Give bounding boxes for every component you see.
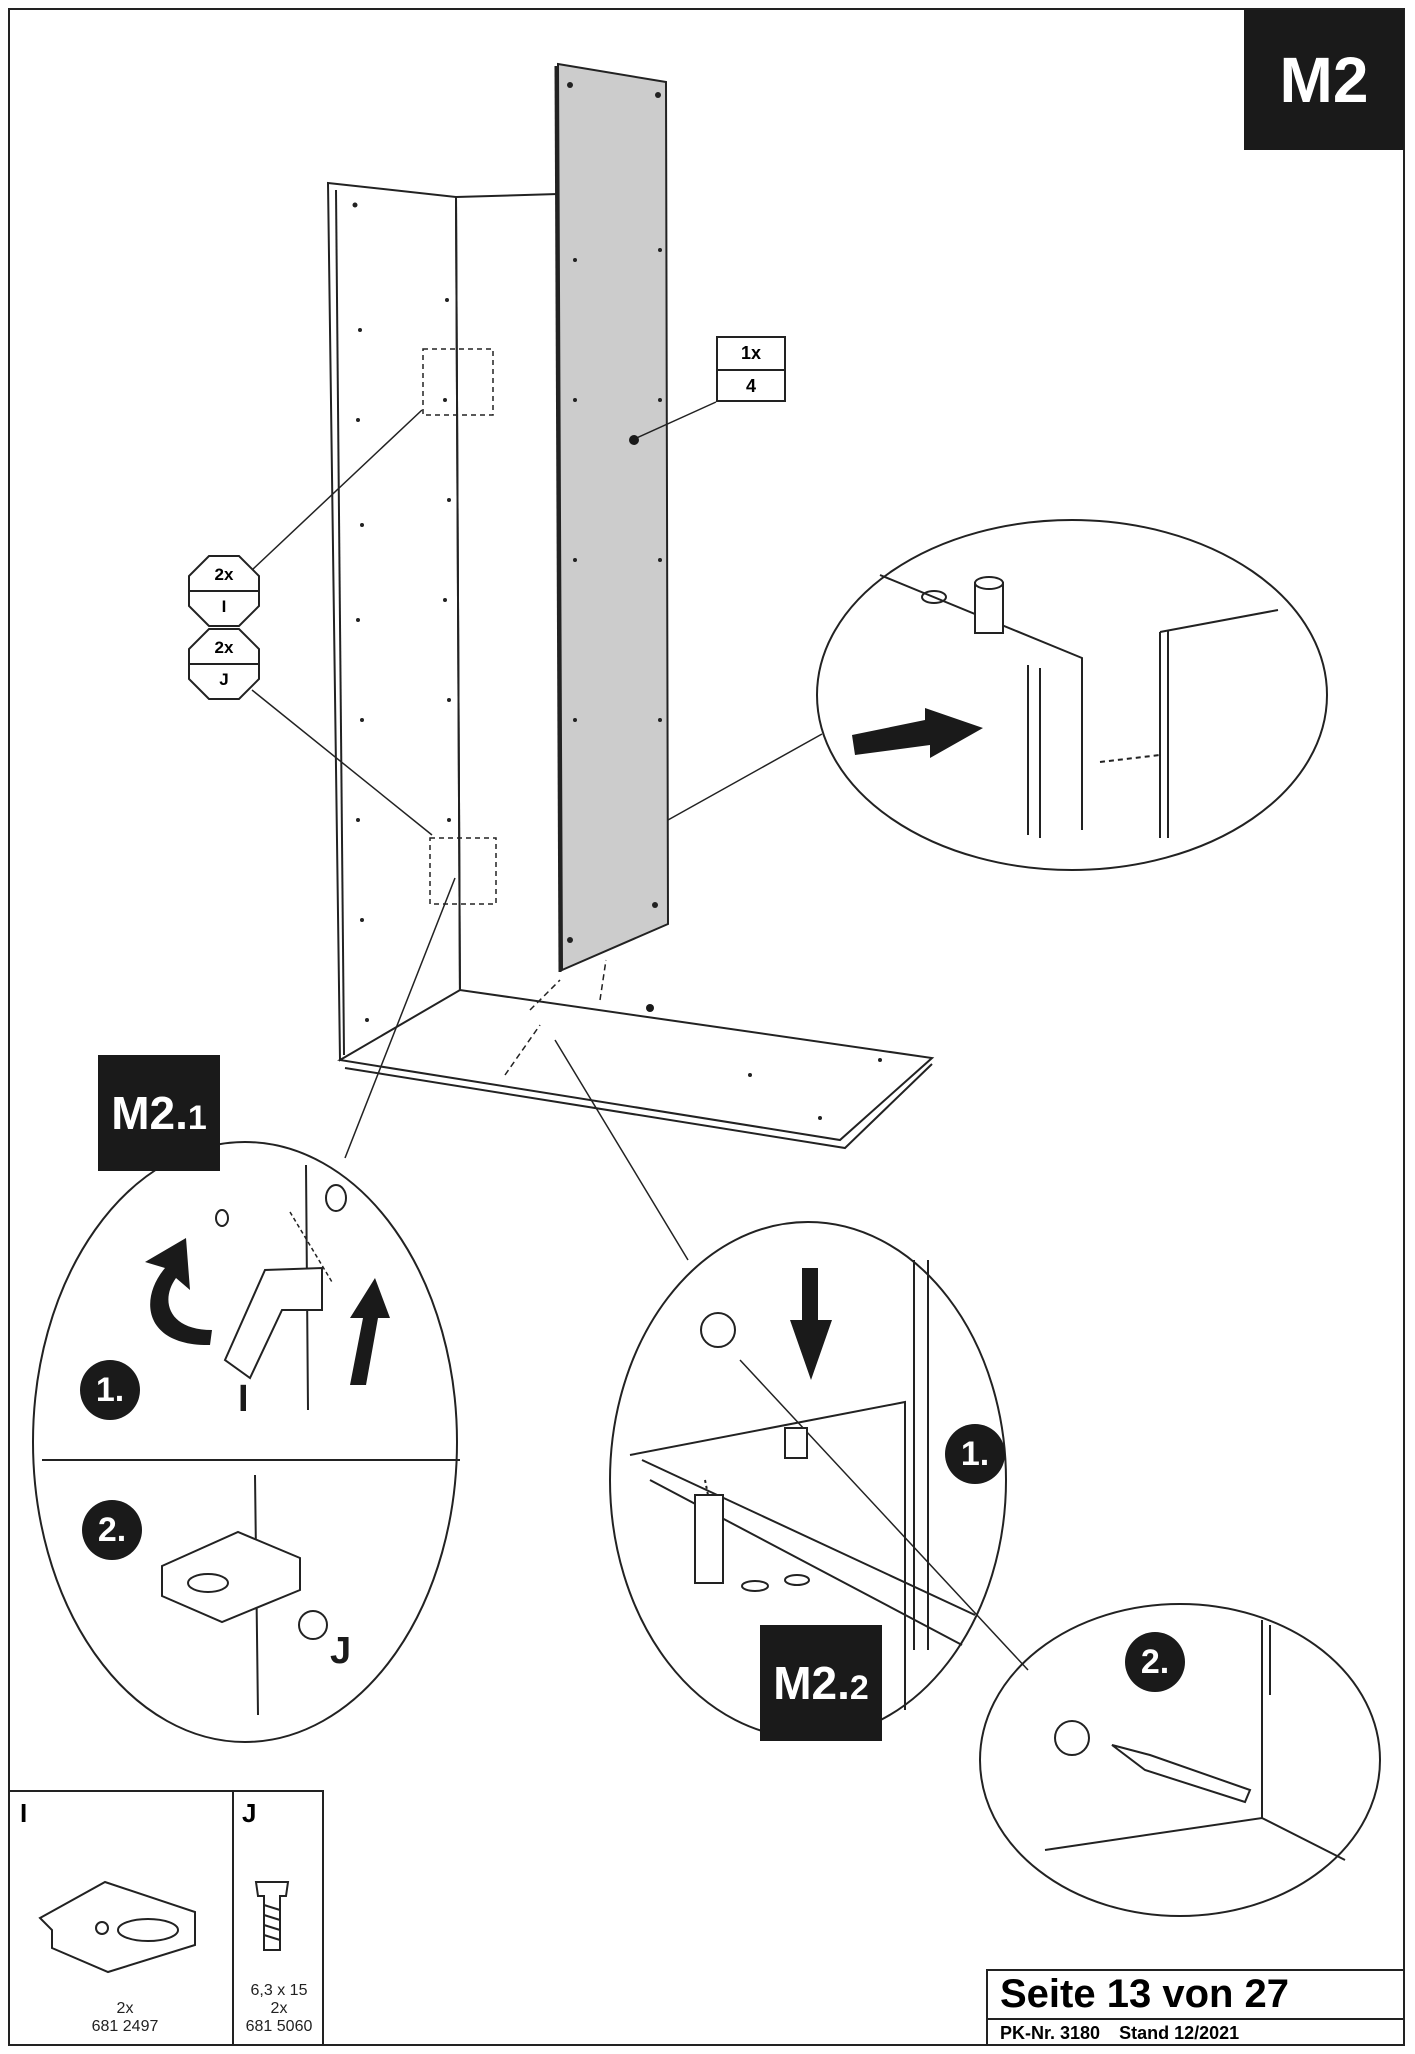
part-i-label: I [20, 1798, 28, 1828]
m21-letter-j: J [330, 1630, 352, 1672]
part-illustrations [38, 1880, 290, 1974]
bottom-panel [337, 988, 935, 1142]
page-number: Seite 13 von 27 [1000, 1972, 1290, 2016]
part-i-icon [38, 1880, 196, 1974]
m21-step-2: 2. [82, 1500, 142, 1560]
part-j-icon [254, 1881, 290, 1951]
up-arrow-icon [350, 1278, 390, 1385]
rotate-arrow-icon [145, 1238, 212, 1346]
panel-part: 4 [745, 376, 756, 396]
pk-number: PK-Nr. 3180 [1000, 2023, 1101, 2043]
side-panel [326, 181, 462, 1062]
callout-i: 2x I [188, 555, 260, 627]
part-j-info: 6,3 x 15 2x 681 5060 [245, 1982, 313, 2035]
substep-badge-m22: M2.2 [760, 1625, 882, 1741]
callout-j: 2x J [188, 628, 260, 700]
push-arrow-icon [852, 708, 983, 758]
parts-separator [232, 1792, 234, 2046]
step-badge: M2 [1244, 10, 1404, 150]
detail-m21 [32, 1141, 458, 1743]
stand-date: Stand 12/2021 [1119, 2023, 1240, 2043]
panel-qty: 1x [718, 338, 784, 371]
detail-groove [816, 519, 1328, 871]
part-j-label: J [242, 1798, 257, 1828]
m22-step-1: 1. [945, 1424, 1005, 1484]
panel-label: 1x 4 [716, 336, 786, 402]
footer-divider [988, 2018, 1405, 2020]
part-i-info: 2x 681 2497 [91, 2000, 159, 2035]
back-panel [556, 62, 670, 972]
m22-step-2: 2. [1125, 1632, 1185, 1692]
m21-step-1: 1. [80, 1360, 140, 1420]
footer-meta: PK-Nr. 3180 Stand 12/2021 [1000, 2023, 1253, 2044]
substep-badge-m21: M2.1 [98, 1055, 220, 1171]
m21-letter-i: I [238, 1378, 249, 1420]
detail-m22-step2 [979, 1603, 1381, 1917]
down-arrow-icon [790, 1268, 832, 1380]
page-frame [8, 8, 1405, 2046]
page-footer: Seite 13 von 27 PK-Nr. 3180 Stand 12/202… [986, 1969, 1405, 2046]
parts-list: I 2x 681 2497 J 6,3 x 15 2x 681 5060 [10, 1790, 324, 2046]
